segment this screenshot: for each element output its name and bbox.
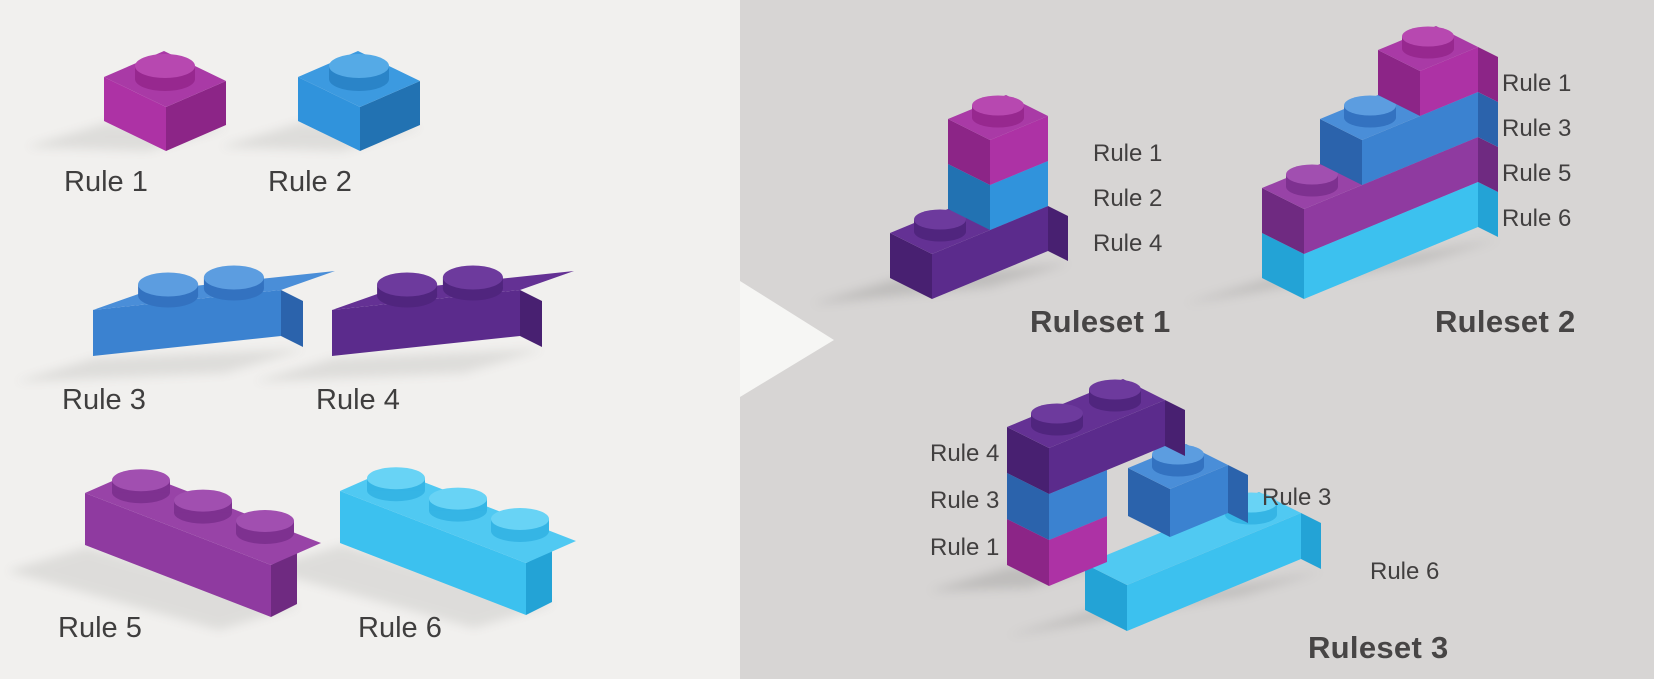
rule-2-label: Rule 2 <box>268 166 352 198</box>
ruleset-1-title: Ruleset 1 <box>1030 304 1171 339</box>
rule-5-label: Rule 5 <box>58 612 142 644</box>
brick-purple <box>85 469 321 617</box>
brick-blue <box>298 51 420 151</box>
ruleset-2-rule-label-2: Rule 5 <box>1502 160 1572 187</box>
ruleset-1-rule-label-0: Rule 1 <box>1093 140 1163 167</box>
rule-3-label: Rule 3 <box>62 384 146 416</box>
ruleset-3-rule-label-4: Rule 6 <box>1370 558 1440 585</box>
brick-royal <box>1128 444 1248 537</box>
ruleset-3-rule-label-0: Rule 4 <box>930 440 1000 467</box>
ruleset-2-rule-label-0: Rule 1 <box>1502 70 1572 97</box>
brick-cyan <box>340 467 576 615</box>
ruleset-2-rule-label-1: Rule 3 <box>1502 115 1572 142</box>
rule-1-label: Rule 1 <box>64 166 148 198</box>
ruleset-3-rule-label-3: Rule 3 <box>1262 484 1332 511</box>
bricks <box>85 26 1498 631</box>
brick-darkpurple <box>332 265 574 356</box>
ruleset-3-title: Ruleset 3 <box>1308 630 1449 665</box>
brick-royal <box>1320 71 1498 185</box>
rule-4-label: Rule 4 <box>316 384 400 416</box>
rule-6-label: Rule 6 <box>358 612 442 644</box>
brick-magenta <box>948 95 1048 185</box>
transition-arrow <box>740 281 834 397</box>
brick-magenta <box>104 51 226 151</box>
brick-royal <box>93 265 335 356</box>
ruleset-2-title: Ruleset 2 <box>1435 304 1576 339</box>
ruleset-1-rule-label-2: Rule 4 <box>1093 230 1163 257</box>
ruleset-1-rule-label-1: Rule 2 <box>1093 185 1163 212</box>
brick-magenta <box>1378 26 1498 116</box>
ruleset-3-rule-label-1: Rule 3 <box>930 487 1000 514</box>
brick-darkpurple <box>1007 379 1185 494</box>
ruleset-3-rule-label-2: Rule 1 <box>930 534 1000 561</box>
ruleset-2-rule-label-3: Rule 6 <box>1502 205 1572 232</box>
